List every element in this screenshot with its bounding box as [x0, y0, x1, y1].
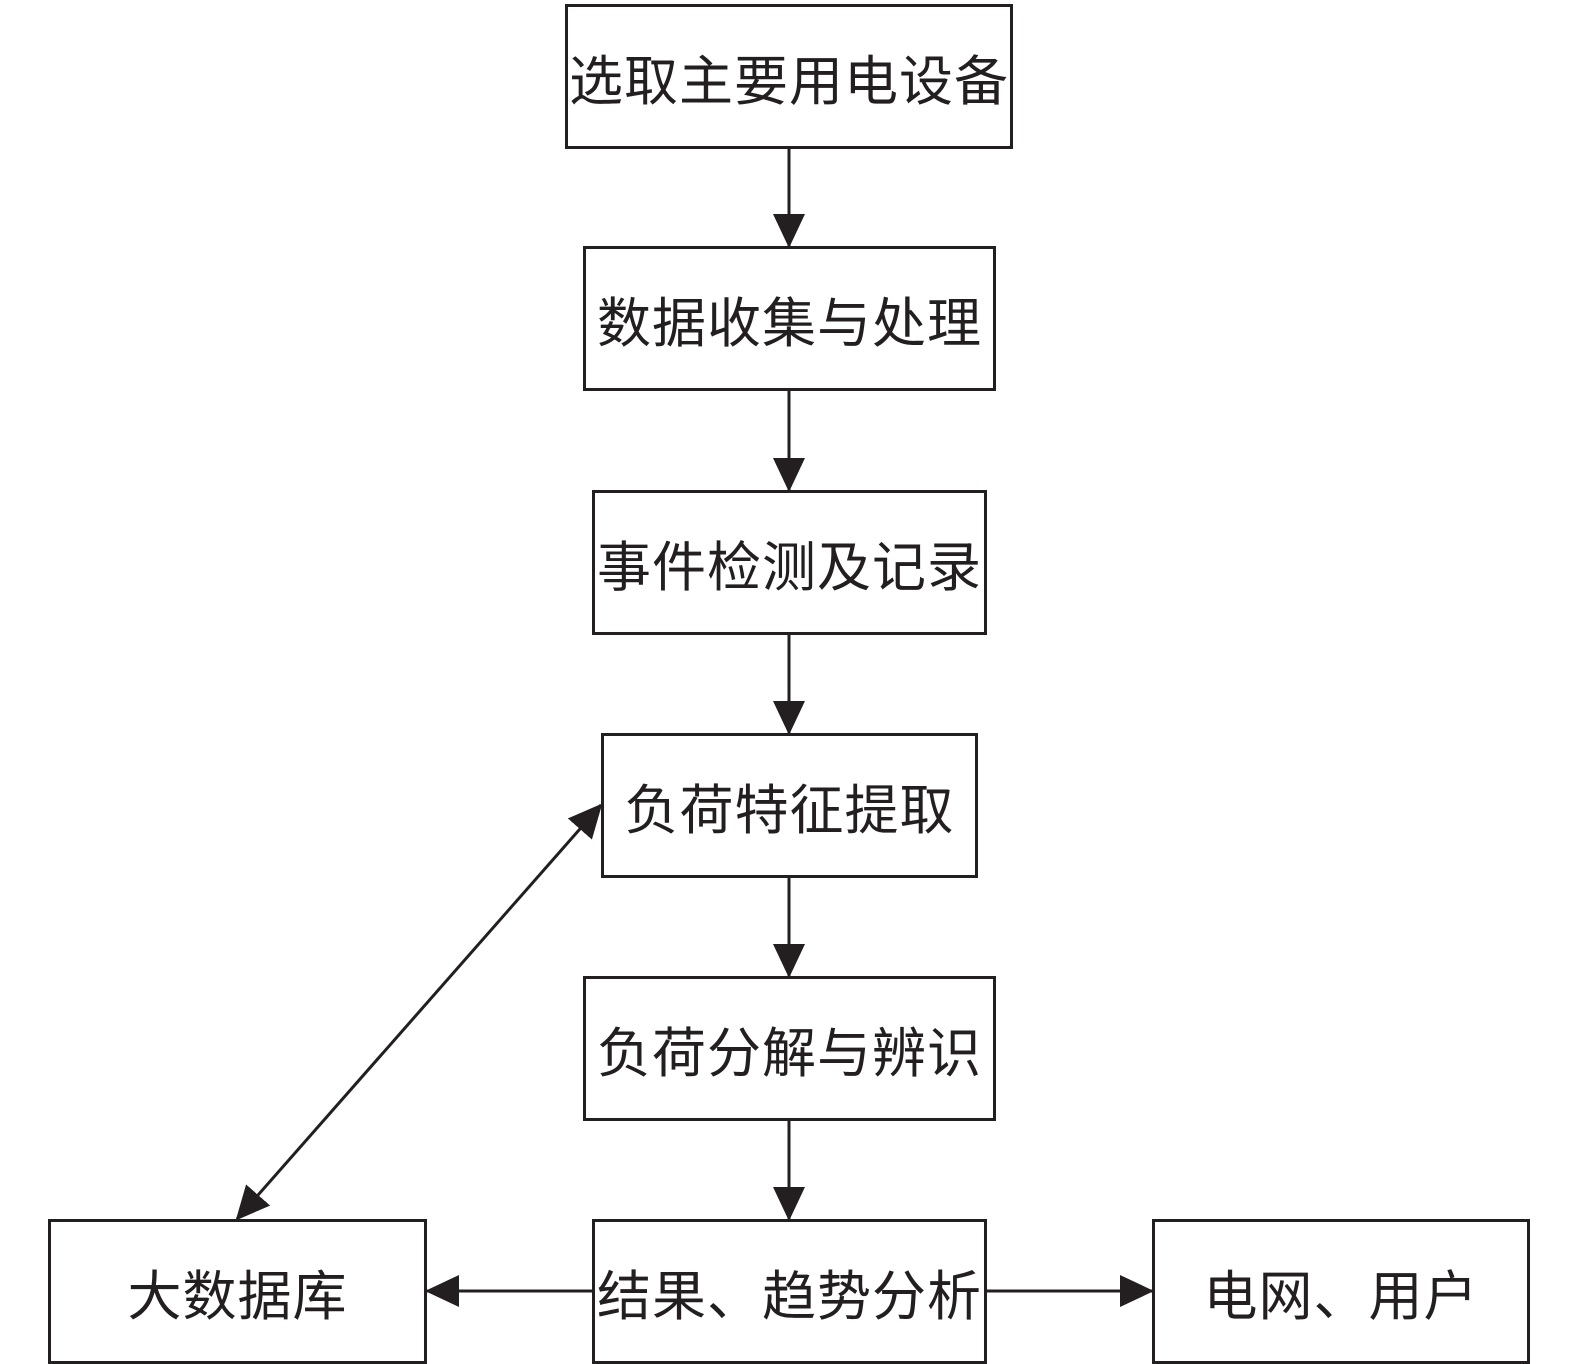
node-label: 结果、趋势分析	[597, 1265, 982, 1328]
node-select-main-devices: 选取主要用电设备	[565, 4, 1013, 149]
node-label: 选取主要用电设备	[569, 50, 1009, 113]
node-load-decomposition: 负荷分解与辨识	[583, 976, 996, 1121]
node-data-collection: 数据收集与处理	[583, 246, 996, 391]
node-grid-users: 电网、用户	[1152, 1219, 1530, 1364]
node-load-feature-extraction: 负荷特征提取	[601, 733, 978, 878]
node-label: 数据收集与处理	[597, 292, 982, 355]
node-big-database: 大数据库	[48, 1219, 427, 1364]
node-label: 事件检测及记录	[597, 536, 982, 599]
node-label: 电网、用户	[1203, 1265, 1479, 1328]
node-result-trend-analysis: 结果、趋势分析	[592, 1219, 987, 1364]
edge-n7-n4-bidirectional	[235, 803, 603, 1221]
node-label: 大数据库	[127, 1265, 348, 1328]
node-event-detection: 事件检测及记录	[592, 490, 987, 635]
node-label: 负荷特征提取	[624, 779, 955, 842]
node-label: 负荷分解与辨识	[597, 1022, 982, 1085]
